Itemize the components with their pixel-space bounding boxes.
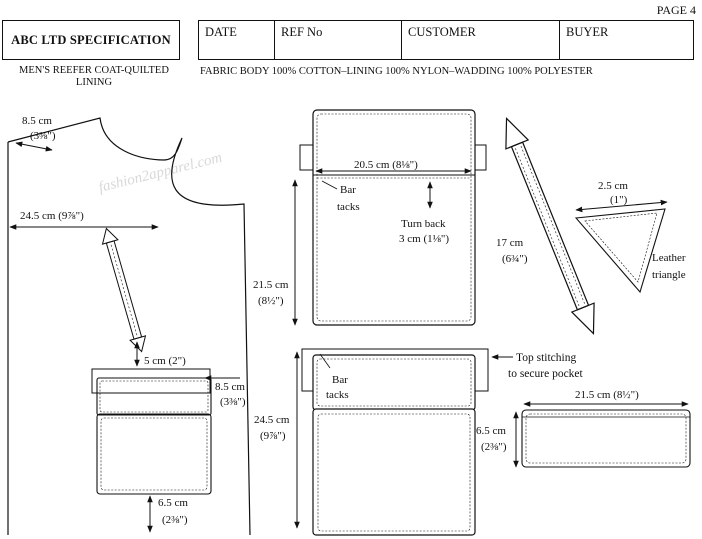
welt-piece	[521, 409, 691, 468]
triangle-label-line2: triangle	[652, 269, 686, 281]
shoulder-dim-arrow	[15, 141, 53, 152]
large-toggle	[505, 117, 595, 335]
triangle-size-arrow	[575, 199, 668, 213]
header-info-table: DATE REF No CUSTOMER BUYER	[198, 20, 694, 60]
bottom-pocket-height-in: (9⅞")	[260, 430, 286, 442]
chest-dim-label: 24.5 cm (9⅞")	[20, 210, 84, 222]
top-stitching-line1: Top stitching	[516, 352, 576, 364]
garment-line-2: LINING	[75, 77, 113, 88]
hem-dim-in: (2⅜")	[162, 514, 188, 526]
spec-title: ABC LTD SPECIFICATION	[2, 20, 180, 60]
top-pocket-height-in: (8½")	[258, 295, 284, 307]
buyer-field: BUYER	[566, 25, 609, 39]
turn-back-line2: 3 cm (1⅛")	[399, 233, 449, 245]
front-patch-pocket	[91, 368, 212, 495]
customer-field: CUSTOMER	[402, 21, 560, 59]
bar-tacks-leader-bottom	[319, 353, 331, 369]
bottom-pocket	[301, 348, 489, 536]
bar-tacks-top-line2: tacks	[337, 201, 360, 213]
toggle-length-cm: 17 cm	[496, 237, 524, 249]
welt-width-label: 21.5 cm (8½")	[575, 389, 639, 401]
flap-dim-in: (3⅜")	[220, 396, 246, 408]
fabric-composition: FABRIC BODY 100% COTTON–LINING 100% NYLO…	[200, 66, 593, 77]
turn-back-line1: Turn back	[401, 218, 446, 230]
leather-triangle	[574, 208, 666, 294]
bar-tacks-leader-top	[321, 180, 338, 190]
bar-tacks-bottom-line2: tacks	[326, 389, 349, 401]
hem-dim-cm: 6.5 cm	[158, 497, 188, 509]
front-panel-outline	[7, 117, 251, 536]
ref-no-field: REF No	[275, 21, 402, 59]
shoulder-dim-in: (3⅜")	[30, 130, 56, 142]
front-toggle	[101, 227, 147, 353]
top-pocket	[299, 109, 487, 326]
triangle-size-cm: 2.5 cm	[598, 180, 628, 192]
triangle-label-line1: Leather	[652, 252, 686, 264]
garment-line-1: MEN'S REEFER COAT-QUILTED	[19, 65, 169, 76]
bar-tacks-bottom-line1: Bar	[332, 374, 348, 386]
shoulder-dim-cm: 8.5 cm	[22, 115, 52, 127]
top-pocket-height-cm: 21.5 cm	[253, 279, 289, 291]
watermark: fashion2apparel.com	[97, 150, 224, 196]
bottom-pocket-height-cm: 24.5 cm	[254, 414, 290, 426]
top-pocket-width-label: 20.5 cm (8⅛")	[354, 159, 418, 171]
date-field: DATE	[199, 21, 275, 59]
triangle-size-in: (1")	[610, 194, 628, 206]
welt-height-in: (2⅜")	[481, 441, 507, 453]
page-number: PAGE 4	[656, 3, 696, 17]
welt-height-cm: 6.5 cm	[476, 425, 506, 437]
garment-description: MEN'S REEFER COAT-QUILTED LINING	[4, 65, 184, 89]
flap-dim-cm: 8.5 cm	[215, 381, 245, 393]
top-stitching-line2: to secure pocket	[508, 368, 584, 380]
toggle-length-in: (6¾")	[502, 253, 528, 265]
bar-tacks-top-line1: Bar	[340, 184, 356, 196]
pocket-gap-label: 5 cm (2")	[144, 355, 186, 367]
